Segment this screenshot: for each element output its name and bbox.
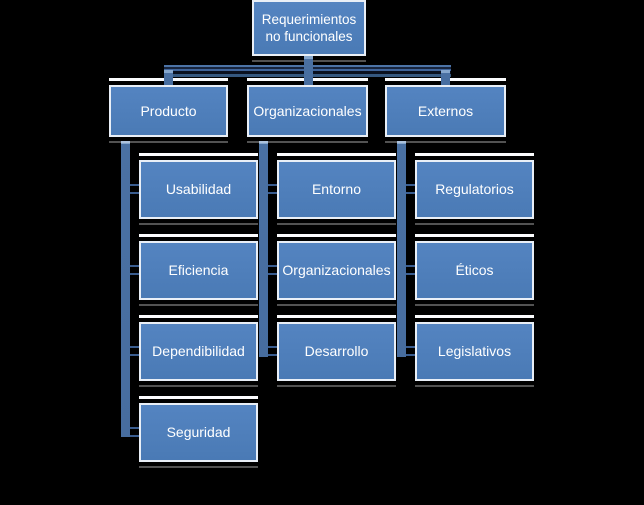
- connector-stub-organizacionales-child: [265, 265, 278, 275]
- connector-line-organizacionales: [259, 141, 268, 357]
- node-label: Organizacionales: [253, 102, 362, 119]
- node-organizacionales-branch: Organizacionales: [247, 78, 368, 143]
- node-label: Externos: [417, 102, 474, 119]
- node-label: Éticos: [455, 262, 494, 278]
- connector-stub-externos: [441, 70, 450, 85]
- node-label: Desarrollo: [304, 343, 369, 359]
- connector-stub-desarrollo: [265, 346, 278, 356]
- node-label: Usabilidad: [165, 181, 232, 197]
- node-desarrollo: Desarrollo: [277, 315, 396, 387]
- node-label: Legislativos: [437, 343, 512, 359]
- node-organizacionales-child: Organizacionales: [277, 234, 396, 306]
- node-label: no funcionales: [265, 29, 353, 44]
- node-label: Entorno: [311, 181, 362, 197]
- connector-stub-legislativos: [403, 346, 416, 356]
- node-legislativos: Legislativos: [415, 315, 534, 387]
- node-label: Regulatorios: [435, 181, 514, 197]
- node-label: Seguridad: [166, 424, 231, 440]
- node-entorno: Entorno: [277, 153, 396, 225]
- connector-stub-eficiencia: [127, 265, 140, 275]
- node-seguridad: Seguridad: [139, 396, 258, 468]
- connector-stub-seguridad: [127, 427, 140, 437]
- node-label: Producto: [140, 102, 197, 119]
- node-externos: Externos: [385, 78, 506, 143]
- node-label: Eficiencia: [168, 262, 229, 278]
- connector-stub-regulatorios: [403, 184, 416, 194]
- node-label: Dependibilidad: [152, 343, 245, 359]
- node-label: Organizacionales: [282, 262, 391, 278]
- node-root: Requerimientos no funcionales: [252, 0, 366, 62]
- node-dependibilidad: Dependibilidad: [139, 315, 258, 387]
- connector-line-producto: [121, 141, 130, 437]
- connector-stub-usabilidad: [127, 184, 140, 194]
- node-regulatorios: Regulatorios: [415, 153, 534, 225]
- connector-stub-entorno: [265, 184, 278, 194]
- node-usabilidad: Usabilidad: [139, 153, 258, 225]
- connector-line-externos: [397, 141, 406, 357]
- connector-root-trunk: [304, 56, 313, 85]
- node-eficiencia: Eficiencia: [139, 234, 258, 306]
- connector-stub-producto: [164, 70, 173, 85]
- connector-stub-eticos: [403, 265, 416, 275]
- node-eticos: Éticos: [415, 234, 534, 306]
- node-label: Requerimientos: [261, 12, 357, 27]
- node-producto: Producto: [109, 78, 228, 143]
- connector-stub-dependibilidad: [127, 346, 140, 356]
